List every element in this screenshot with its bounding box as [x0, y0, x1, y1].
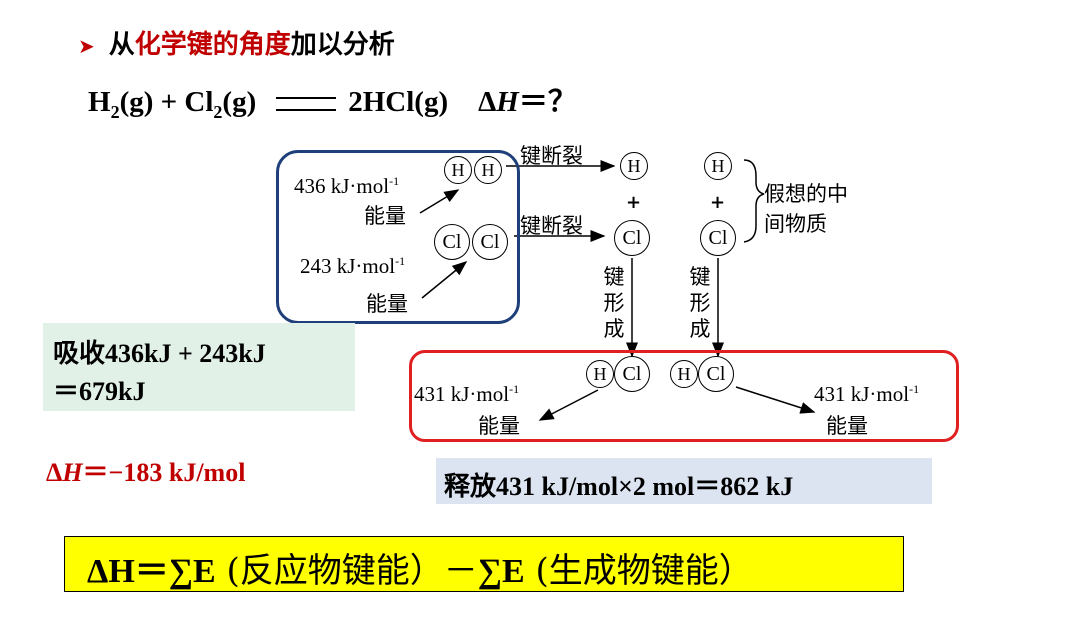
label-431-left: 431 kJ·mol-1	[414, 382, 520, 406]
label-energy-2: 能量	[366, 292, 408, 316]
atom-cl-free-2: Cl	[700, 220, 736, 256]
brace-icon	[743, 159, 765, 243]
formula-box: ΔH＝∑E (反应物键能）－∑E (生成物键能）	[64, 536, 904, 592]
arrow-243-energy	[421, 261, 468, 299]
atom-h-prod-2: H	[670, 360, 698, 388]
label-intermediate-1: 假想的中	[764, 182, 848, 206]
eq-product: 2HCl(g)	[348, 86, 449, 118]
atom-h-prod-1: H	[586, 360, 614, 388]
eq-h: H	[88, 86, 111, 118]
atom-cl-prod-1: Cl	[614, 356, 650, 392]
label-energy-3: 能量	[478, 414, 520, 438]
absorb-box: 吸收436kJ + 243kJ ＝679kJ	[43, 323, 355, 411]
absorb-line-2: ＝679kJ	[53, 377, 146, 406]
absorb-line-1: 吸收436kJ + 243kJ	[53, 339, 266, 368]
label-energy-4: 能量	[826, 414, 868, 438]
title-part-1: 从	[108, 30, 135, 60]
atom-cl-free-1: Cl	[614, 220, 650, 256]
atom-cl-1: Cl	[434, 224, 470, 260]
plus-sign-2: +	[710, 192, 726, 213]
formula-text: ΔH＝∑E (反应物键能）－∑E (生成物键能）	[87, 543, 753, 592]
label-energy-1: 能量	[364, 204, 406, 228]
delta-h-result: ΔH＝−183 kJ/mol	[46, 458, 246, 487]
label-243: 243 kJ·mol-1	[300, 254, 406, 278]
title-highlight: 化学键的角度	[134, 30, 291, 60]
label-bond-form-right: 键形成	[689, 265, 711, 341]
eq-h-var: H	[496, 86, 519, 118]
label-bond-break-2: 键断裂	[520, 214, 583, 238]
reactants-box	[276, 150, 520, 324]
label-bond-form-left: 键形成	[603, 265, 625, 341]
eq-rhs: ＝？	[518, 86, 577, 118]
label-436: 436 kJ·mol-1	[294, 174, 400, 198]
equals-sign-icon	[276, 97, 337, 112]
atom-cl-2: Cl	[472, 224, 508, 260]
formula-part-1: (反应物键能）－	[215, 551, 478, 591]
plus-sign-1: +	[626, 192, 642, 213]
title-part-3: 加以分析	[290, 30, 395, 60]
slide-title: ➤ 从化学键的角度加以分析	[78, 24, 395, 61]
eq-g: (g)	[222, 86, 257, 118]
formula-lead: ΔH＝∑E	[87, 553, 216, 590]
atom-h-free-1: H	[620, 152, 648, 180]
atom-h-1: H	[444, 156, 472, 184]
label-431-right: 431 kJ·mol-1	[814, 382, 920, 406]
bullet-arrow-icon: ➤	[78, 34, 95, 58]
eq-cl-subscript: 2	[213, 101, 223, 122]
label-bond-break-1: 键断裂	[520, 144, 583, 168]
formula-part-2: (生成物键能）	[524, 551, 753, 591]
arrow-436-energy	[419, 189, 460, 214]
reaction-equation: H2(g) + Cl2(g)2HCl(g)ΔH＝？	[88, 78, 577, 123]
products-box	[409, 350, 959, 442]
atom-cl-prod-2: Cl	[698, 356, 734, 392]
eq-delta: Δ	[478, 86, 497, 118]
release-box: 释放431 kJ/mol×2 mol＝862 kJ	[436, 458, 932, 504]
formula-sum: ∑E	[477, 553, 525, 590]
arrow-release-left	[538, 389, 599, 421]
atom-h-2: H	[474, 156, 502, 184]
eq-h-subscript: 2	[110, 101, 120, 122]
release-text: 释放431 kJ/mol×2 mol＝862 kJ	[444, 472, 794, 501]
arrow-release-right	[735, 386, 816, 414]
eq-cl: (g) + Cl	[119, 86, 214, 118]
atom-h-free-2: H	[704, 152, 732, 180]
label-intermediate-2: 间物质	[764, 212, 827, 236]
